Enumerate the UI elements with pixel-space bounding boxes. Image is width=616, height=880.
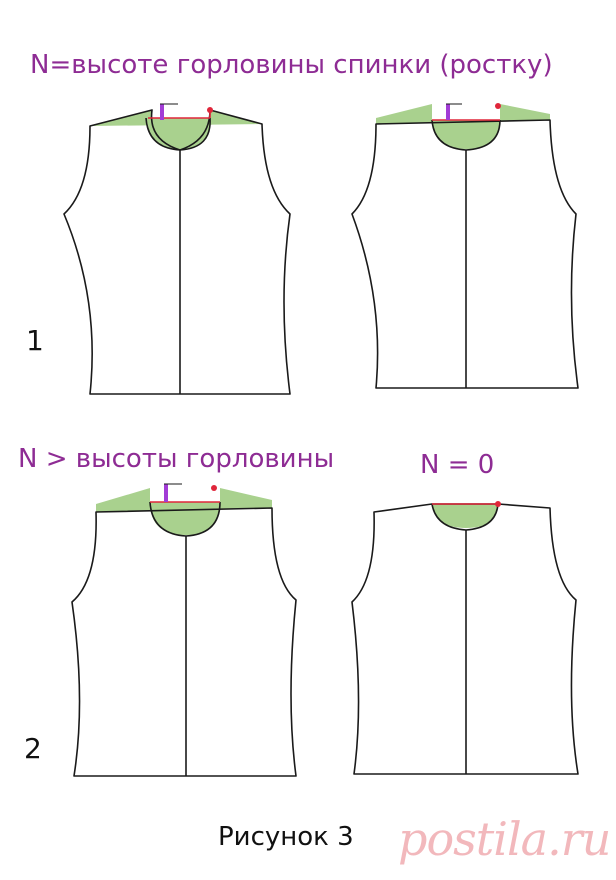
bodice-2 bbox=[351, 103, 579, 389]
watermark-separator: . bbox=[547, 812, 562, 866]
bodice-1-outline bbox=[63, 109, 291, 395]
bodice-1 bbox=[63, 103, 291, 395]
row-number-2: 2 bbox=[24, 732, 42, 765]
bodice-3-red-dot bbox=[211, 485, 217, 491]
bodice-2-neck-fill bbox=[432, 120, 500, 149]
watermark-suffix: ru bbox=[560, 812, 612, 866]
bodice-2-yoke-fill bbox=[376, 104, 550, 124]
bodice-4-red-dot-right bbox=[495, 501, 501, 507]
watermark-text: postila bbox=[398, 812, 548, 866]
bodice-3-neck-fill bbox=[150, 502, 220, 535]
bodice-3-outline bbox=[71, 507, 297, 777]
title-top: N=высоте горловины спинки (ростку) bbox=[30, 50, 553, 80]
bodice-4-neck-fill bbox=[432, 504, 498, 528]
title-mid: N > высоты горловины bbox=[18, 444, 335, 474]
bodice-2-outline bbox=[351, 119, 579, 389]
figure-caption: Рисунок 3 bbox=[218, 822, 354, 852]
bodice-3-yoke-fill bbox=[96, 488, 272, 512]
bodice-1-red-dot bbox=[207, 107, 213, 113]
bodice-3 bbox=[71, 483, 297, 777]
row-number-1: 1 bbox=[26, 324, 44, 357]
bodice-4 bbox=[351, 501, 579, 775]
bodice-4-outline bbox=[351, 503, 579, 775]
title-n-zero: N = 0 bbox=[420, 450, 495, 480]
watermark-logo: postila.ru bbox=[398, 812, 612, 866]
bodice-2-red-dot bbox=[495, 103, 501, 109]
